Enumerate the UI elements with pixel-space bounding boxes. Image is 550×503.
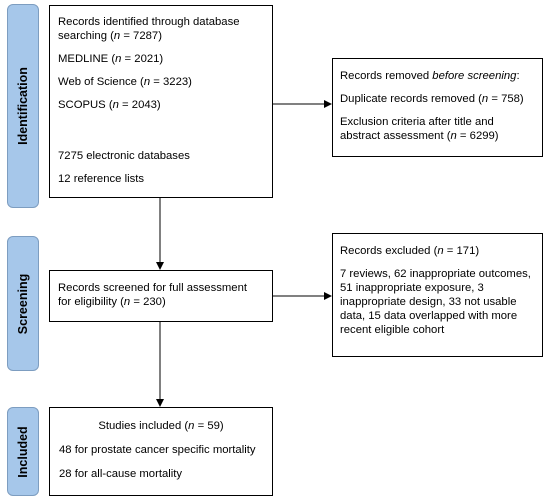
records-identified-line1: Records identified through database	[58, 16, 240, 28]
scopus-count: SCOPUS (n = 2043)	[58, 99, 161, 111]
records-screened-line2: for eligibility (n = 230)	[58, 296, 166, 308]
records-excluded-heading: Records excluded (n = 171)	[340, 245, 480, 257]
stage-label-identification: Identification	[7, 4, 39, 208]
records-excluded-detail: 7 reviews, 62 inappropriate outcomes, 51…	[340, 268, 531, 336]
all-cause-mortality-count: 28 for all-cause mortality	[59, 468, 183, 480]
reference-lists-count: 12 reference lists	[58, 173, 145, 185]
records-excluded-box: Records excluded (n = 171) 7 reviews, 62…	[332, 233, 543, 357]
records-screened-box: Records screened for full assessment for…	[49, 270, 273, 322]
stage-label-included: Included	[7, 407, 39, 496]
electronic-databases-count: 7275 electronic databases	[58, 150, 190, 162]
web-of-science-count: Web of Science (n = 3223)	[58, 76, 192, 88]
records-removed-box: Records removed before screening: Duplic…	[332, 58, 543, 157]
stage-label-screening: Screening	[7, 236, 39, 371]
records-removed-heading: Records removed before screening:	[340, 70, 520, 82]
duplicate-records-removed: Duplicate records removed (n = 758)	[340, 93, 524, 105]
medline-count: MEDLINE (n = 2021)	[58, 53, 164, 65]
records-identified-line2: searching (n = 7287)	[58, 30, 162, 42]
studies-included-heading: Studies included (n = 59)	[98, 420, 224, 432]
records-screened-line1: Records screened for full assessment	[58, 282, 247, 294]
exclusion-criteria-line1: Exclusion criteria after title and	[340, 116, 494, 128]
exclusion-criteria-line2: abstract assessment (n = 6299)	[340, 130, 499, 142]
prostate-cancer-mortality-count: 48 for prostate cancer specific mortalit…	[59, 444, 256, 456]
studies-included-box: Studies included (n = 59) 48 for prostat…	[49, 407, 273, 496]
records-identified-box: Records identified through database sear…	[49, 5, 273, 198]
